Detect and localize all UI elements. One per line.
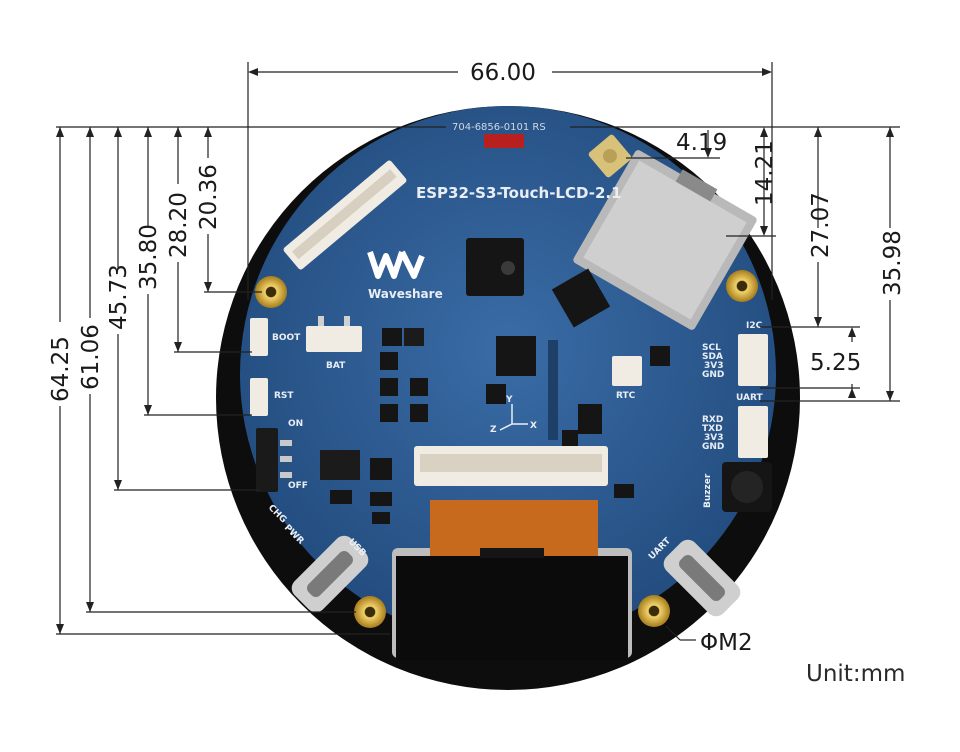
label-buzzer: Buzzer xyxy=(703,473,713,508)
dim-35-80: 35.80 xyxy=(136,224,162,290)
label-i2c: I2C xyxy=(746,321,763,331)
i2c-header xyxy=(738,334,768,386)
rst-button[interactable] xyxy=(250,378,268,416)
label-scl: SCL xyxy=(702,343,721,353)
boot-button[interactable] xyxy=(250,318,268,356)
psram-chip xyxy=(551,268,611,328)
label-boot: BOOT xyxy=(272,333,301,343)
mount-hole-left xyxy=(255,276,287,308)
label-sda: SDA xyxy=(702,352,723,362)
label-rst: RST xyxy=(274,391,294,401)
usb-c-port-uart[interactable] xyxy=(660,536,745,621)
esp32-chip xyxy=(466,238,524,296)
uart-header xyxy=(738,406,768,458)
label-uart: UART xyxy=(736,393,764,403)
brand-label: Waveshare xyxy=(368,287,443,301)
mount-hole-bottom-right xyxy=(638,595,670,627)
label-rxd: RXD xyxy=(702,415,723,425)
power-switch[interactable] xyxy=(256,428,278,492)
fpc-connector-top xyxy=(283,160,407,270)
flex-cable-black xyxy=(396,556,628,660)
dim-64-25: 64.25 xyxy=(48,336,74,402)
model-label: ESP32-S3-Touch-LCD-2.1 xyxy=(416,184,622,202)
label-axis-y: Y xyxy=(505,395,513,405)
usb-c-port-usb[interactable] xyxy=(288,532,373,617)
mount-hole-bottom-left xyxy=(354,596,386,628)
unit-label: Unit:mm xyxy=(806,661,906,687)
label-axis-x: X xyxy=(530,421,537,431)
dim-27-07: 27.07 xyxy=(808,192,834,258)
label-rtc: RTC xyxy=(616,391,636,401)
dim-61-06: 61.06 xyxy=(78,324,104,390)
dim-45-73: 45.73 xyxy=(106,264,132,330)
bat-connector xyxy=(306,326,362,352)
label-off: OFF xyxy=(288,481,308,491)
label-3v3-a: 3V3 xyxy=(704,361,724,371)
dim-28-20: 28.20 xyxy=(166,192,192,258)
rtc-connector xyxy=(612,356,642,386)
label-axis-z: Z xyxy=(490,425,497,435)
imu-chip xyxy=(496,336,536,376)
label-bat: BAT xyxy=(326,361,346,371)
ce-mark xyxy=(484,134,524,148)
mount-hole-right xyxy=(726,270,758,302)
dim-hole: ΦM2 xyxy=(700,630,753,656)
dim-14-21: 14.21 xyxy=(752,140,778,206)
sd-card-slot xyxy=(573,150,757,330)
dim-35-98: 35.98 xyxy=(880,230,906,296)
waveshare-logo-icon xyxy=(367,250,425,279)
part-number: 704-6856-0101 RS xyxy=(452,122,546,133)
axis-marker xyxy=(499,404,528,431)
flex-cable-orange xyxy=(430,500,598,556)
label-3v3-b: 3V3 xyxy=(704,433,724,443)
dimension-lines xyxy=(56,62,900,641)
label-txd: TXD xyxy=(702,424,723,434)
dim-5-25: 5.25 xyxy=(810,350,861,376)
dim-20-36: 20.36 xyxy=(196,164,222,230)
label-on: ON xyxy=(288,419,303,429)
dim-4-19: 4.19 xyxy=(676,130,727,156)
label-gnd-a: GND xyxy=(702,370,724,380)
dim-width-total: 66.00 xyxy=(470,60,536,86)
label-gnd-b: GND xyxy=(702,442,724,452)
